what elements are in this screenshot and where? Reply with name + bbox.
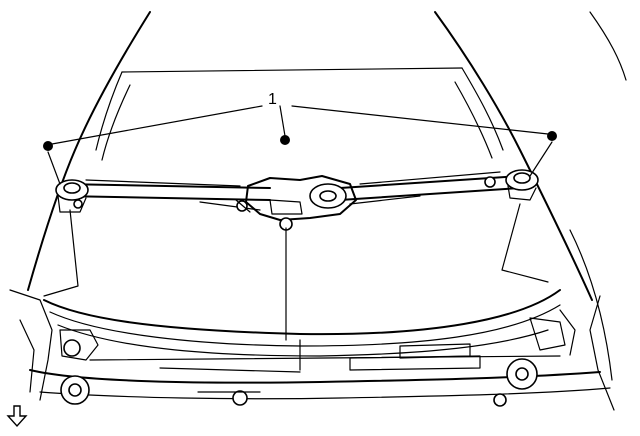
wiper-transmission-linkage <box>61 171 521 211</box>
left-pivot-mount <box>55 179 89 213</box>
mounting-nut-left <box>43 141 53 151</box>
front-of-vehicle-arrow <box>6 405 28 428</box>
windshield-frame <box>27 11 627 381</box>
mounting-nut-right <box>547 131 557 141</box>
callout-leader-lines <box>47 105 553 341</box>
callout-1: 1 <box>268 91 277 108</box>
wiper-motor <box>235 175 357 231</box>
left-lower-mechanism <box>9 289 261 406</box>
right-pivot-mount <box>484 169 539 201</box>
mounting-nut-center <box>280 135 290 145</box>
projection-guides <box>43 203 549 297</box>
right-lower-mechanism <box>399 295 615 411</box>
